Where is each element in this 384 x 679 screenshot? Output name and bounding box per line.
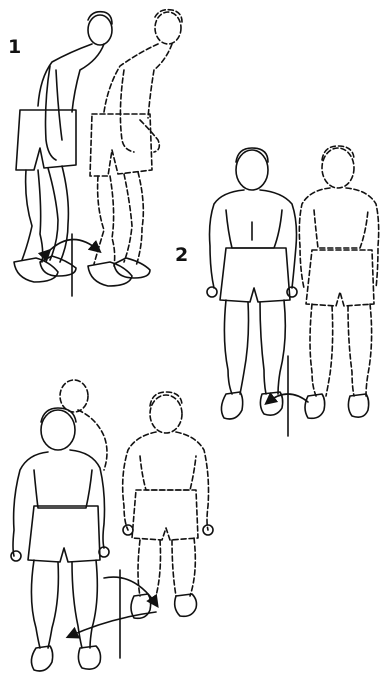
step-2-dashed-shoes <box>305 394 369 418</box>
step-1-dashed-shoes <box>88 258 150 286</box>
step-3-figure-back-dashed <box>60 380 107 470</box>
step-2-pivot-marker <box>268 356 308 436</box>
step-2-figure-solid <box>207 148 297 419</box>
step-2-figure-dashed <box>299 146 378 396</box>
step-1-figure-dashed <box>90 10 182 266</box>
step-3-figure-solid <box>11 408 109 671</box>
step-3-pivot-marker <box>70 570 156 658</box>
step-3-figure-right-dashed <box>123 392 209 596</box>
